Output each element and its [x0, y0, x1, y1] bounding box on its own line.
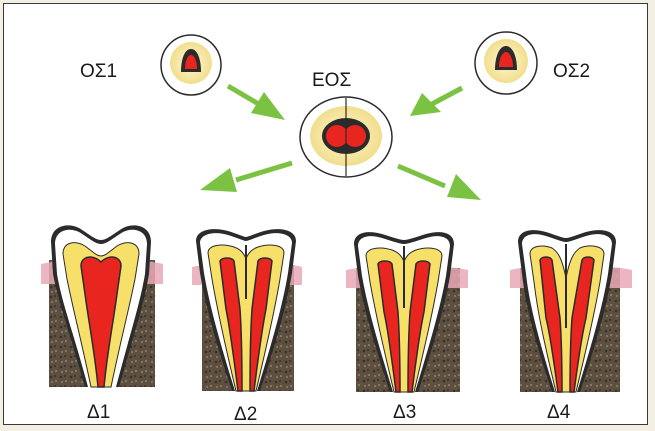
label-os2: ΟΣ2	[553, 61, 590, 82]
cell-eos	[300, 97, 392, 177]
arrow-os1-to-eos	[228, 86, 285, 120]
tooth-d4	[510, 230, 632, 392]
label-d1: Δ1	[87, 402, 110, 423]
arrow-eos-to-left	[200, 163, 292, 192]
label-d4: Δ4	[547, 402, 571, 423]
label-d3: Δ3	[393, 402, 416, 423]
cell-os1	[161, 35, 221, 95]
label-eos: ΕΟΣ	[312, 70, 351, 91]
arrow-eos-to-right	[398, 166, 481, 200]
tooth-d3	[346, 232, 468, 392]
label-d2: Δ2	[234, 404, 257, 425]
cell-os2	[475, 32, 537, 94]
tooth-d1	[41, 225, 163, 387]
label-os1: ΟΣ1	[80, 61, 117, 82]
arrow-os2-to-eos	[410, 88, 462, 116]
tooth-d2	[192, 229, 302, 391]
